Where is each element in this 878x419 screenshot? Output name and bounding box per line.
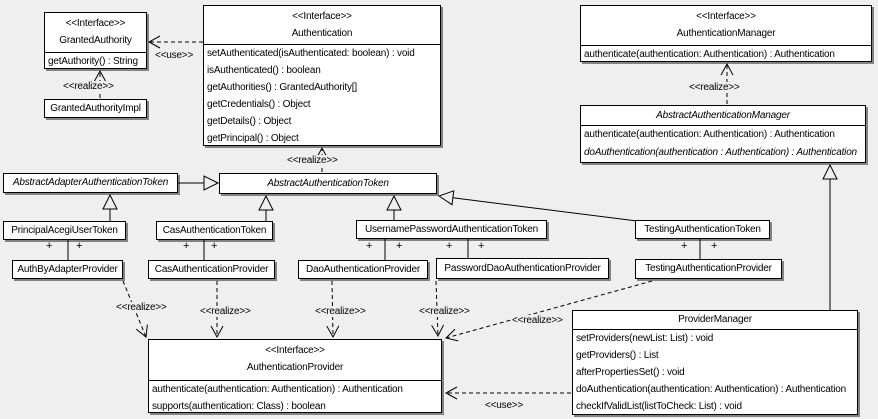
realize-label: <<realize>> — [511, 315, 564, 326]
class-dao-authentication-provider[interactable]: DaoAuthenticationProvider — [298, 260, 428, 279]
class-name: AuthByAdapterProvider — [17, 264, 118, 275]
method: supports(authentication: Class) : boolea… — [152, 401, 326, 412]
class-name: TestingAuthenticationToken — [644, 224, 761, 235]
stereotype: <<Interface>> — [292, 11, 352, 22]
role-marker: + — [478, 240, 485, 252]
method: getAuthority() : String — [48, 56, 138, 67]
role-marker: + — [681, 240, 688, 252]
class-cas-authentication-token[interactable]: CasAuthenticationToken — [156, 221, 273, 240]
method: doAuthentication(authentication : Authen… — [584, 147, 857, 158]
role-marker: + — [396, 240, 403, 252]
role-marker: + — [183, 240, 190, 252]
method: setProviders(newList: List) : void — [576, 333, 714, 344]
method: getAuthorities() : GrantedAuthority[] — [207, 82, 357, 93]
stereotype: <<Interface>> — [65, 18, 126, 29]
class-password-dao-authentication-provider[interactable]: PasswordDaoAuthenticationProvider — [436, 258, 609, 279]
realize-label: <<realize>> — [688, 82, 741, 93]
generalization-testing-token-to-abstract-token — [437, 190, 638, 222]
class-name: PasswordDaoAuthenticationProvider — [444, 263, 601, 274]
stereotype: <<Interface>> — [265, 345, 325, 356]
realize-label: <<realize>> — [314, 306, 367, 317]
realize-passworddao-provider — [431, 280, 445, 338]
class-name: AbstractAuthenticationToken — [267, 178, 389, 189]
role-marker: + — [46, 240, 53, 252]
role-marker: + — [76, 240, 83, 252]
class-name: AbstractAdapterAuthenticationToken — [12, 177, 169, 188]
class-abstract-authentication-manager[interactable]: AbstractAuthenticationManager authentica… — [580, 105, 866, 163]
realize-label: <<realize>> — [199, 306, 252, 317]
class-abstract-authentication-token[interactable]: AbstractAuthenticationToken — [219, 173, 437, 194]
class-name: DaoAuthenticationProvider — [306, 264, 420, 275]
class-authentication-provider[interactable]: <<Interface>> AuthenticationProvider aut… — [148, 339, 442, 413]
role-marker: + — [446, 240, 453, 252]
class-name: TestingAuthenticationProvider — [645, 263, 772, 274]
class-name: AuthenticationProvider — [246, 362, 344, 373]
method: getProviders() : List — [576, 350, 659, 361]
class-testing-authentication-token[interactable]: TestingAuthenticationToken — [635, 220, 770, 239]
class-name: PrincipalAcegiUserToken — [11, 225, 118, 236]
use-label: <<use>> — [484, 400, 525, 411]
method: getPrincipal() : Object — [207, 133, 299, 144]
role-marker: + — [711, 240, 718, 252]
class-granted-authority[interactable]: <<Interface>> GrantedAuthority getAuthor… — [44, 12, 147, 69]
method: authenticate(authentication: Authenticat… — [584, 49, 835, 60]
class-cas-authentication-provider[interactable]: CasAuthenticationProvider — [148, 260, 275, 279]
method: getDetails() : Object — [207, 116, 292, 127]
method: authenticate(authentication: Authenticat… — [152, 384, 403, 395]
class-name: GrantedAuthorityImpl — [50, 103, 141, 114]
class-abstract-adapter-authentication-token[interactable]: AbstractAdapterAuthenticationToken — [3, 173, 178, 193]
class-authentication-manager[interactable]: <<Interface>> AuthenticationManager auth… — [580, 5, 872, 62]
method: checkIfValidList(listToCheck: List) : vo… — [576, 401, 742, 412]
role-marker: + — [366, 240, 373, 252]
realize-label: <<realize>> — [418, 306, 471, 317]
class-granted-authority-impl[interactable]: GrantedAuthorityImpl — [44, 99, 147, 118]
method: authenticate(authentication: Authenticat… — [584, 129, 835, 140]
method: setAuthenticated(isAuthenticated: boolea… — [207, 48, 415, 59]
class-testing-authentication-provider[interactable]: TestingAuthenticationProvider — [635, 259, 782, 279]
class-name: AuthenticationManager — [676, 28, 776, 39]
class-name: GrantedAuthority — [59, 35, 132, 46]
role-marker: + — [211, 240, 218, 252]
class-provider-manager[interactable]: ProviderManager setProviders(newList: Li… — [572, 310, 858, 415]
class-name: AbstractAuthenticationManager — [656, 110, 790, 121]
realize-label: <<realize>> — [286, 155, 339, 166]
class-name: CasAuthenticationProvider — [154, 264, 269, 275]
realize-label: <<realize>> — [62, 81, 115, 92]
realize-label: <<realize>> — [115, 302, 168, 313]
class-name: Authentication — [291, 28, 353, 39]
class-name: ProviderManager — [678, 314, 752, 325]
method: doAuthentication(authentication: Authent… — [576, 384, 846, 395]
class-name: CasAuthenticationToken — [162, 225, 267, 236]
class-authentication[interactable]: <<Interface>> Authentication setAuthenti… — [203, 5, 441, 146]
class-auth-by-adapter-provider[interactable]: AuthByAdapterProvider — [12, 260, 123, 279]
class-principal-acegi-user-token[interactable]: PrincipalAcegiUserToken — [3, 221, 126, 240]
method: afterPropertiesSet() : void — [576, 367, 685, 378]
method: getCredentials() : Object — [207, 99, 311, 110]
realize-testing-provider — [444, 280, 653, 342]
stereotype: <<Interface>> — [696, 11, 756, 22]
method: isAuthenticated() : boolean — [207, 65, 321, 76]
use-label: <<use>> — [154, 50, 195, 61]
class-name: UsernamePasswordAuthenticationToken — [364, 224, 539, 235]
class-username-password-authentication-token[interactable]: UsernamePasswordAuthenticationToken — [356, 220, 547, 239]
